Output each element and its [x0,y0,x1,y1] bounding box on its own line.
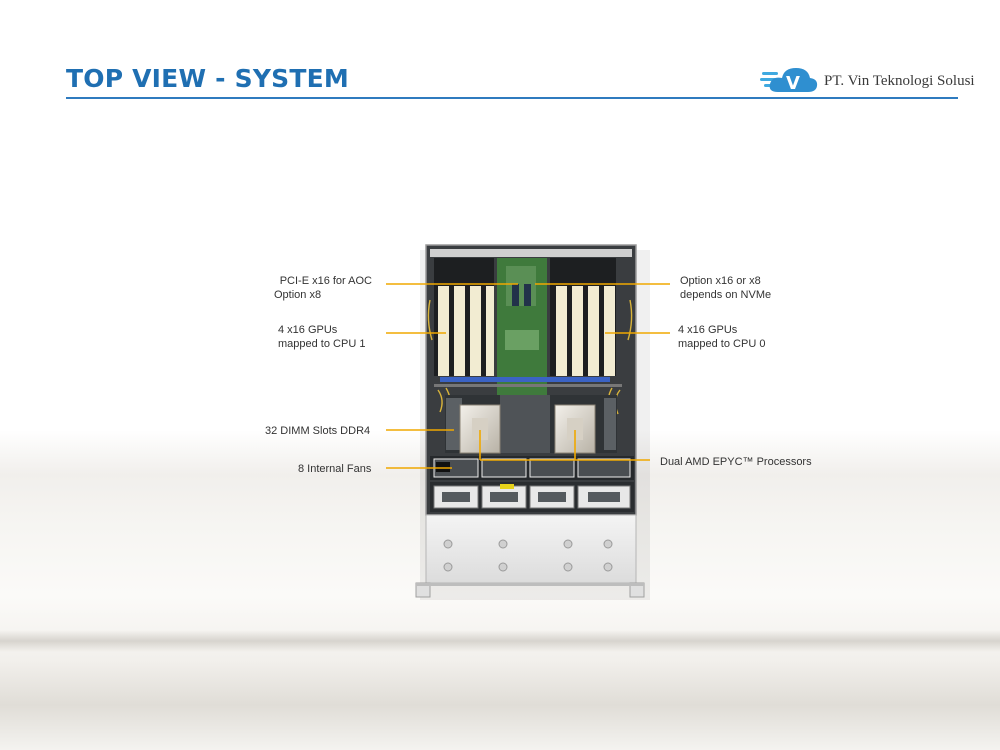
fan-icon [577,458,631,478]
gpu-bank-right [550,258,616,376]
fan-icon [481,458,527,478]
gpu-card [438,286,449,376]
fan-icon [529,458,575,478]
gpu-card [486,286,494,376]
callout-gpus-cpu0: 4 x16 GPUs mapped to CPU 0 [678,324,766,350]
page-title: TOP VIEW - SYSTEM [66,64,349,93]
gpu-card [454,286,465,376]
gpu-card [572,286,583,376]
gpu-bank-left [434,258,494,376]
gpu-card [588,286,599,376]
callout-option-nvme: Option x16 or x8 depends on NVMe [680,275,772,301]
fan-row-lower [430,482,634,512]
brand-name: PT. Vin Teknologi Solusi [824,73,975,89]
callout-dimm-slots: 32 DIMM Slots DDR4 [265,425,371,437]
front-bezel [415,514,645,598]
gpu-card [470,286,481,376]
brand-logo: V PT. Vin Teknologi Solusi [760,60,990,100]
gpu-connectors [434,377,622,387]
leader-lines [386,283,670,469]
callout-gpus-cpu1: 4 x16 GPUs mapped to CPU 1 [278,324,366,350]
callout-processors: Dual AMD EPYC™ Processors [660,456,812,468]
callout-internal-fans: 8 Internal Fans [298,463,372,475]
motherboard [497,258,547,408]
gpu-card [556,286,567,376]
gpu-card [604,286,615,376]
brand-mark: V [786,73,800,94]
title-underline [66,97,958,99]
callout-pcie-aoc: PCI-E x16 for AOC Option x8 [274,275,372,301]
cloud-logo-icon: V [760,68,818,94]
